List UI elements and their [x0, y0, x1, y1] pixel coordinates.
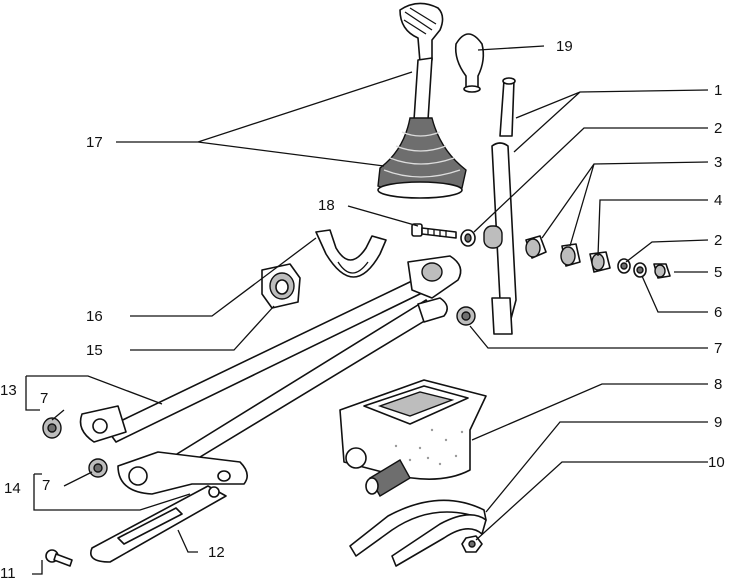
callout-18: 18: [318, 197, 335, 214]
gear-knob: [454, 33, 485, 93]
callout-5: 5: [714, 264, 722, 281]
callout-14: 14: [4, 480, 21, 497]
callout-19: 19: [556, 38, 573, 55]
callout-8: 8: [714, 376, 722, 393]
callout-17: 17: [86, 134, 103, 151]
callout-2-upper: 2: [714, 120, 722, 137]
mounting-plate: [349, 499, 487, 567]
callout-3: 3: [714, 154, 722, 171]
gearshift-housing: [339, 379, 487, 497]
nut-10: [461, 535, 483, 553]
callout-labels: 19 1 2 3 4 2 5 6 7 8 9 10 17 18 16 15 13…: [0, 38, 725, 579]
leader-lines: [25, 45, 709, 575]
selector-rod: [483, 77, 517, 335]
gear-lever-with-boot: [377, 2, 467, 199]
bolt-18: [411, 223, 457, 239]
rubber-bush: [261, 263, 301, 309]
grommets: [42, 306, 476, 478]
callout-7-lower-left: 7: [42, 477, 50, 494]
callout-4: 4: [714, 192, 722, 209]
bush-spacers: [525, 235, 611, 273]
callout-7-right: 7: [714, 340, 722, 357]
lever-plate: [117, 451, 248, 495]
callout-10: 10: [708, 454, 725, 471]
callout-1: 1: [714, 82, 722, 99]
callout-13: 13: [0, 382, 17, 399]
callout-7-upper-left: 7: [40, 390, 48, 407]
callout-16: 16: [86, 308, 103, 325]
support-bracket: [315, 229, 387, 278]
callout-11: 11: [0, 565, 16, 579]
callout-15: 15: [86, 342, 103, 359]
callout-2-lower: 2: [714, 232, 722, 249]
callout-9: 9: [714, 414, 722, 431]
washers-and-nut: [460, 229, 671, 279]
callout-6: 6: [714, 304, 722, 321]
callout-12: 12: [208, 544, 225, 561]
screw-11: [45, 549, 73, 567]
slotted-arm: [90, 485, 227, 563]
